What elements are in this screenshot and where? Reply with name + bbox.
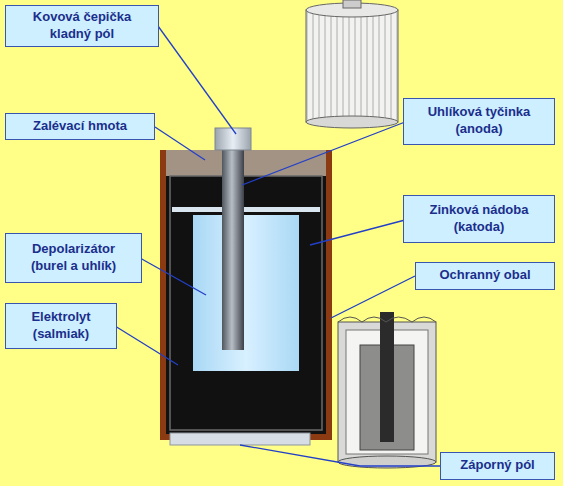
label-box: Elektrolyt (salmiak) [5, 303, 117, 349]
label-box: Zinková nádoba (katoda) [403, 195, 555, 243]
leader-line [115, 326, 178, 365]
leader-line [240, 445, 440, 466]
label-text: Zalévací hmota [14, 118, 146, 135]
cell-sketch [306, 0, 398, 128]
label-text: Ochranný obal [424, 267, 546, 284]
label-text: Zinková nádoba (katoda) [412, 202, 546, 236]
leader-line [140, 258, 206, 295]
label-box: Zalévací hmota [5, 113, 155, 140]
label-text: Depolarizátor (burel a uhlík) [14, 241, 133, 275]
label-text: Kovová čepička kladný pól [14, 9, 150, 43]
cell-cross-section [160, 128, 332, 445]
label-box: Ochranný obal [415, 262, 555, 290]
label-box: Záporný pól [440, 452, 555, 480]
label-text: Elektrolyt (salmiak) [14, 309, 108, 343]
label-text: Uhlíková tyčinka (anoda) [412, 104, 546, 138]
label-box: Kovová čepička kladný pól [5, 5, 159, 47]
leader-lines [115, 26, 440, 466]
leader-line [310, 220, 405, 245]
leader-line [331, 276, 415, 318]
leader-line [242, 122, 405, 185]
label-box: Uhlíková tyčinka (anoda) [403, 98, 555, 145]
label-box: Depolarizátor (burel a uhlík) [5, 233, 142, 283]
leader-line [155, 127, 205, 160]
cutaway-sketch [338, 312, 436, 468]
leader-line [158, 26, 236, 134]
label-text: Záporný pól [449, 457, 546, 474]
